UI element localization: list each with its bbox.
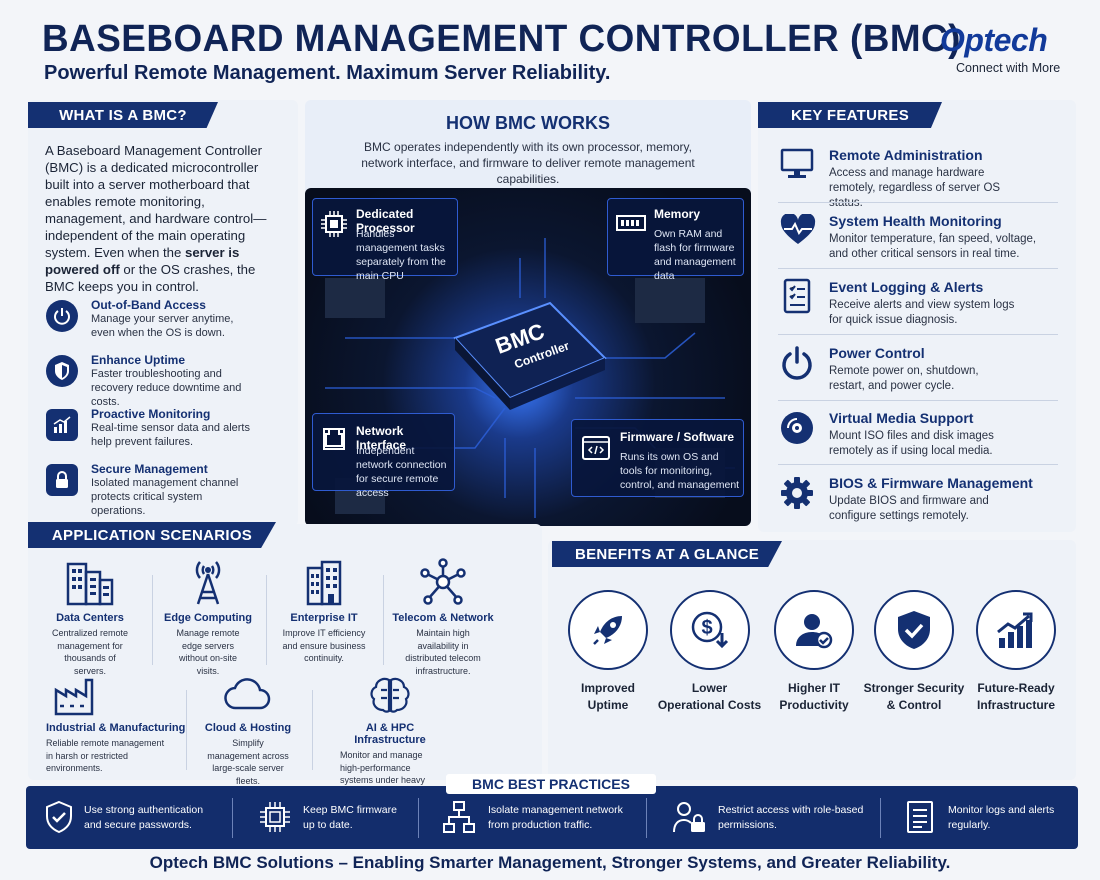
chart-icon: [46, 409, 78, 441]
benefits-heading: BENEFITS AT A GLANCE: [552, 541, 782, 567]
application-scenarios-heading: APPLICATION SCENARIOS: [28, 522, 276, 548]
cloud-icon: [194, 676, 302, 716]
hub-icon: [388, 558, 498, 608]
lock-icon: [46, 464, 78, 496]
best-practices-bar: [26, 786, 1078, 849]
application-scenarios-panel: [28, 524, 542, 780]
box-dedicated-processor: Dedicated Processor Handles management t…: [312, 198, 458, 282]
shield-check-icon: [44, 800, 74, 839]
power-icon: [780, 346, 814, 385]
disc-icon: [780, 411, 814, 450]
buildings-icon: [36, 558, 144, 608]
checklist-icon: [783, 278, 813, 319]
box-memory: Memory Own RAM and flash for firmware an…: [607, 198, 744, 282]
network-port-icon: [321, 426, 347, 457]
user-check-icon: [774, 590, 854, 670]
box-firmware-software: Firmware / Software Runs its own OS and …: [571, 419, 744, 497]
how-bmc-works-intro: BMC operates independently with its own …: [361, 140, 695, 186]
app-edge-computing: Edge Computing Manage remote edge server…: [156, 558, 260, 677]
power-icon: [46, 300, 78, 332]
benefit-stronger-security: Stronger Security & Control: [862, 590, 966, 714]
office-icon: [272, 558, 376, 608]
app-data-centers: Data Centers Centralized remote manageme…: [36, 558, 144, 677]
app-industrial-manufacturing: Industrial & Manufacturing Reliable remo…: [46, 676, 185, 775]
document-icon: [906, 800, 934, 839]
feature-remote-administration: Remote Administration Access and manage …: [780, 146, 1070, 209]
gear-icon: [780, 476, 814, 515]
feature-system-health: System Health Monitoring Monitor tempera…: [780, 212, 1070, 272]
powered-off-emphasis: server is powered off: [45, 245, 240, 277]
app-ai-hpc: AI & HPC Infrastructure Monitor and mana…: [336, 676, 456, 799]
shield-icon: [46, 355, 78, 387]
optech-logo: Optech: [940, 22, 1048, 58]
users-lock-icon: [672, 800, 708, 839]
app-cloud-hosting: Cloud & Hosting Simplify management acro…: [194, 676, 302, 787]
what-is-bmc-description: A Baseboard Management Controller (BMC) …: [45, 143, 267, 294]
page-subtitle: Powerful Remote Management. Maximum Serv…: [44, 62, 611, 84]
app-enterprise-it: Enterprise IT Improve IT efficiency and …: [272, 558, 376, 665]
footer-tagline: Optech BMC Solutions – Enabling Smarter …: [149, 853, 951, 872]
memory-icon: [616, 213, 646, 240]
what-is-bmc-heading: WHAT IS A BMC?: [28, 102, 218, 128]
network-tree-icon: [442, 800, 476, 839]
monitor-icon: [780, 148, 814, 185]
benefit-improved-uptime: Improved Uptime: [558, 590, 658, 714]
code-window-icon: [582, 436, 610, 465]
rocket-icon: [568, 590, 648, 670]
brain-chip-icon: [336, 676, 444, 716]
benefit-future-ready: Future-Ready Infrastructure: [966, 590, 1066, 714]
shield-check-icon: [874, 590, 954, 670]
logo-tagline: Connect with More: [956, 61, 1061, 75]
svg-text:$: $: [701, 617, 712, 639]
feature-virtual-media: Virtual Media Support Mount ISO files an…: [780, 409, 1070, 469]
growth-chart-icon: [976, 590, 1056, 670]
cpu-icon: [319, 209, 349, 244]
box-network-interface: Network Interface Independent network co…: [312, 413, 455, 499]
feature-power-control: Power Control Remote power on, shutdown,…: [780, 344, 1070, 404]
benefit-lower-costs: $ Lower Operational Costs: [652, 590, 767, 714]
heart-pulse-icon: [780, 212, 816, 251]
best-practices-heading: BMC BEST PRACTICES: [446, 774, 656, 794]
antenna-icon: [156, 558, 260, 608]
key-features-panel: [758, 100, 1076, 532]
how-bmc-works-heading: HOW BMC WORKS: [446, 113, 610, 133]
chip-icon: [258, 800, 292, 839]
page-title: BASEBOARD MANAGEMENT CONTROLLER (BMC): [42, 18, 961, 60]
feature-bios-firmware: BIOS & Firmware Management Update BIOS a…: [780, 474, 1070, 534]
app-telecom-network: Telecom & Network Maintain high availabi…: [388, 558, 498, 677]
dollar-down-icon: $: [669, 590, 750, 670]
key-features-heading: KEY FEATURES: [758, 102, 942, 128]
factory-icon: [52, 676, 112, 716]
feature-event-logging: Event Logging & Alerts Receive alerts an…: [780, 278, 1070, 338]
benefit-it-productivity: Higher IT Productivity: [764, 590, 864, 714]
